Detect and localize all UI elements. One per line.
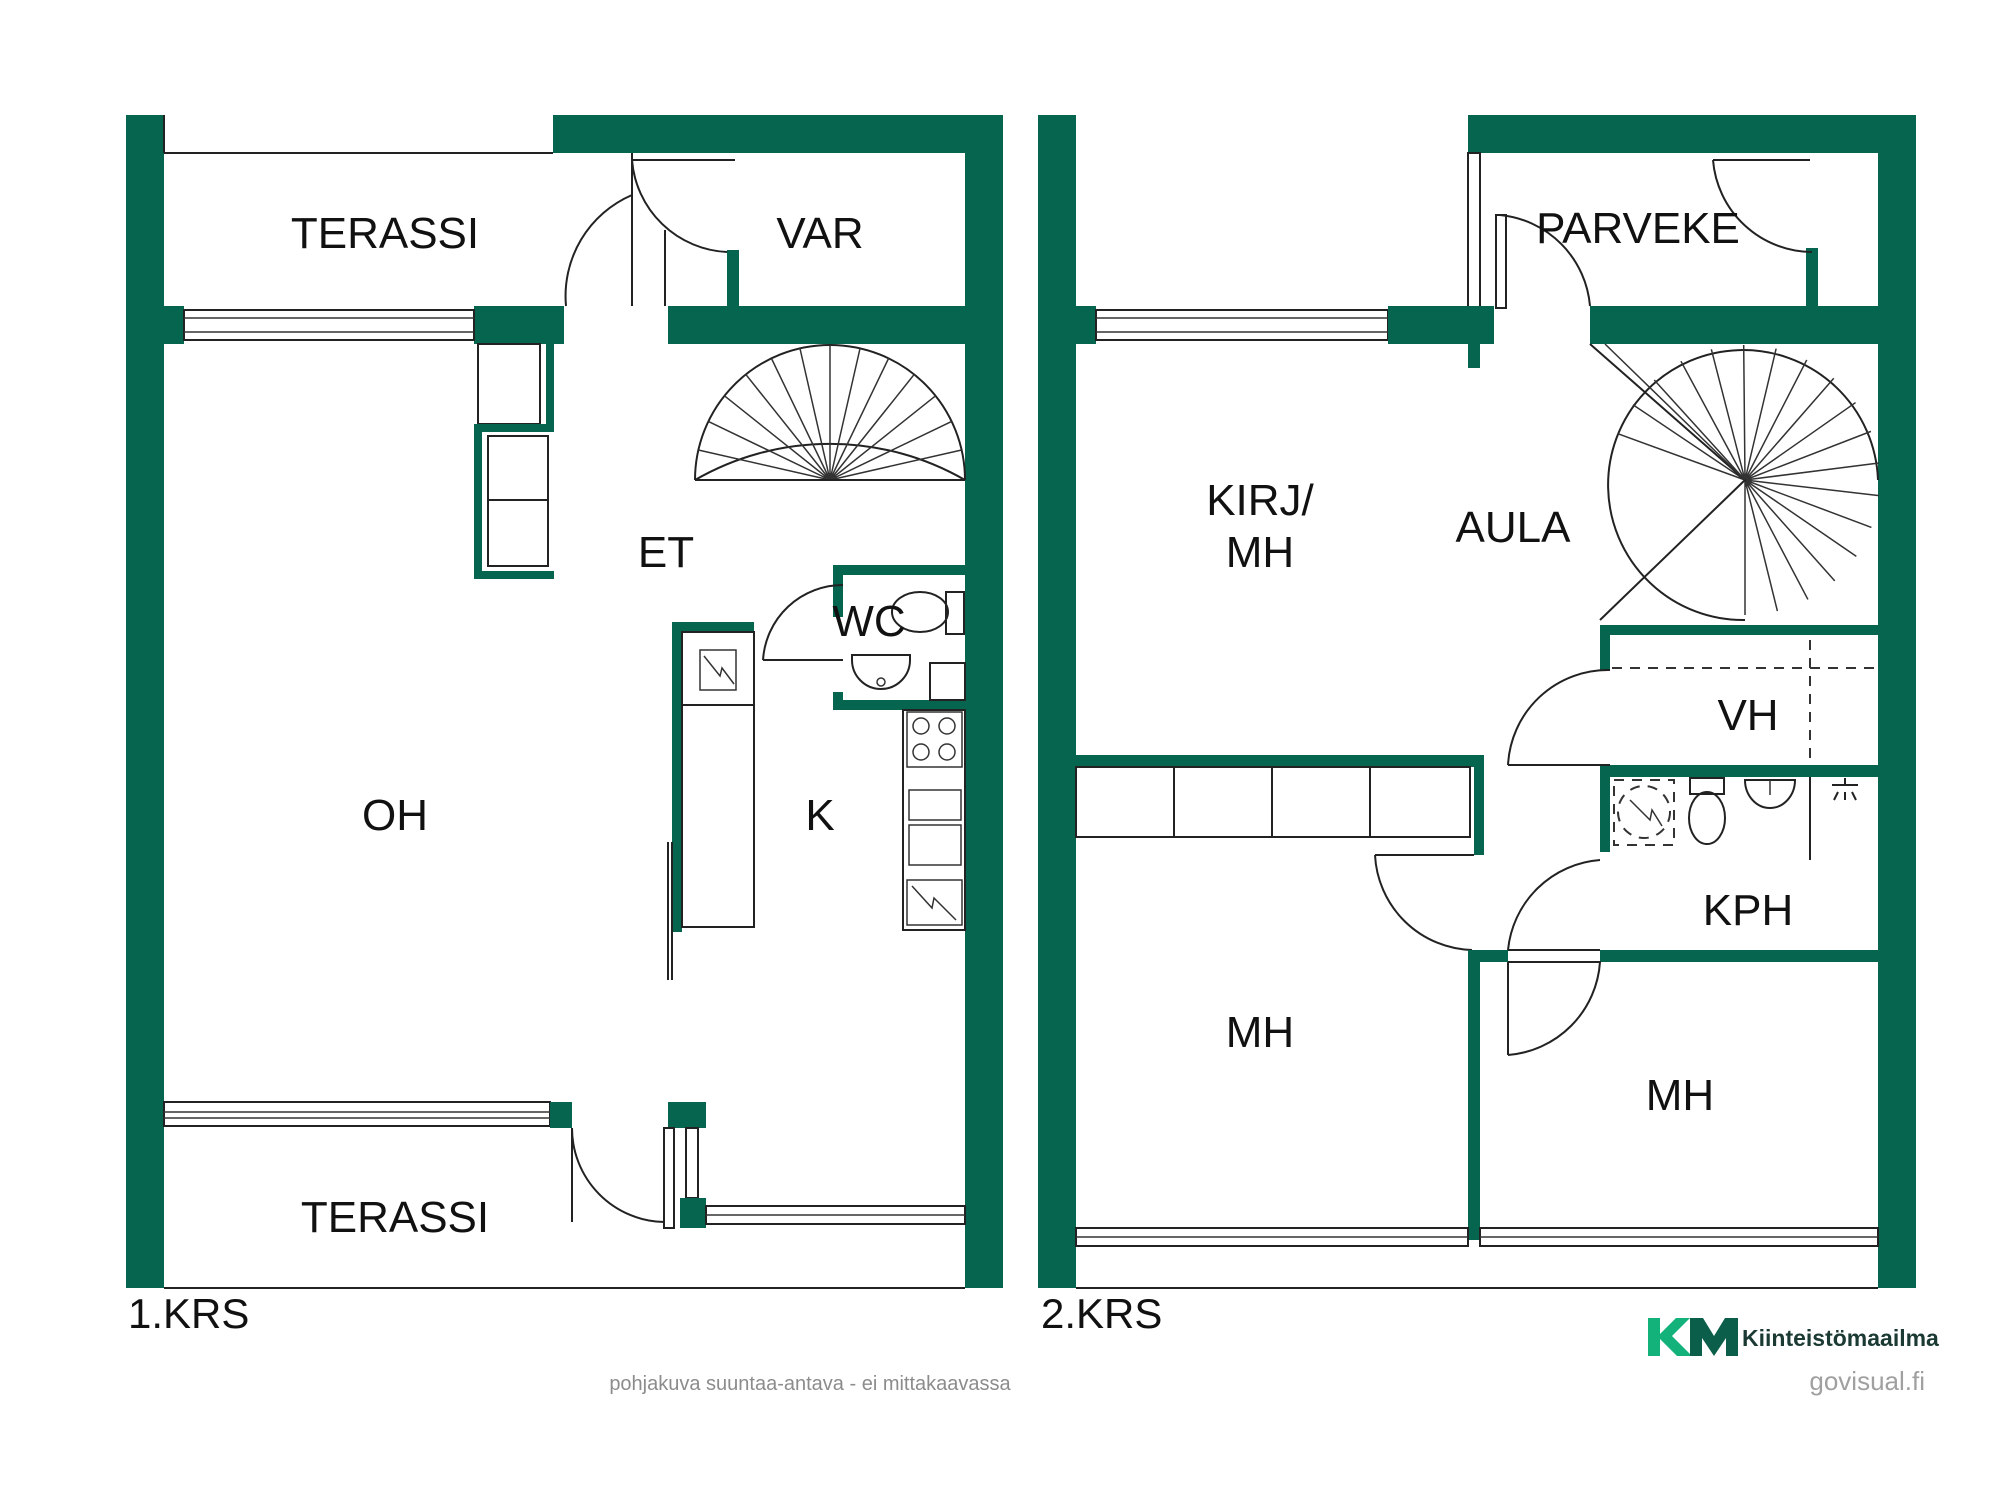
door-swing-icon	[1499, 214, 1591, 307]
room-label-aula: AULA	[1456, 503, 1572, 552]
room-label-oh: OH	[362, 791, 428, 840]
wall	[680, 1198, 706, 1228]
room-label-var: VAR	[776, 209, 863, 258]
logo-mark-icon	[1648, 1318, 1692, 1356]
wall	[1600, 777, 1610, 852]
wall	[550, 1102, 572, 1128]
sink-icon	[908, 789, 962, 866]
wall	[1806, 248, 1818, 308]
door-swing-icon	[762, 583, 844, 661]
room-label-wc: WC	[832, 597, 905, 646]
wall	[833, 565, 843, 617]
wall	[1878, 115, 1916, 1288]
wall	[833, 700, 968, 710]
stair-icon	[1589, 343, 1880, 622]
wall	[553, 115, 1003, 153]
room-label-terassi-bottom: TERASSI	[301, 1193, 489, 1242]
wall	[126, 306, 184, 344]
wardrobe-outline	[1612, 640, 1875, 765]
door-frame	[685, 1127, 699, 1199]
wall	[727, 250, 739, 308]
toilet-icon	[891, 591, 965, 635]
wall	[672, 622, 682, 932]
room-label-mh-right: MH	[1646, 1071, 1714, 1120]
wall	[1590, 306, 1878, 344]
door-swing-icon	[631, 159, 735, 253]
room-label-mh-left: MH	[1226, 1008, 1294, 1057]
room-label-kph: KPH	[1703, 886, 1793, 935]
room-label-terassi-top: TERASSI	[291, 209, 479, 258]
floor-1: TERASSI VAR ET WC OH K TERASSI 1.KRS	[126, 115, 1003, 1337]
window	[163, 1101, 551, 1127]
wall	[474, 424, 554, 432]
floor-2: PARVEKE KIRJ/ MH AULA VH KPH MH MH 2.KRS	[1038, 115, 1916, 1337]
door-swing-icon	[1507, 961, 1602, 1056]
wall	[1468, 950, 1480, 1240]
wall	[1388, 306, 1494, 344]
toilet-icon	[1688, 777, 1726, 845]
shower-tray	[1613, 779, 1675, 846]
wall	[668, 1102, 706, 1128]
logo-mark-icon	[1690, 1318, 1738, 1356]
kitchen-counter	[902, 709, 966, 931]
wall	[672, 622, 754, 632]
wall	[126, 115, 164, 1288]
sink-icon	[851, 654, 911, 690]
brand-logo: Kiinteistömaailma	[1648, 1318, 1939, 1356]
wall	[1600, 625, 1610, 670]
door-swing-icon	[1507, 859, 1601, 951]
brand-name: Kiinteistömaailma	[1742, 1325, 1939, 1351]
cabinet	[477, 343, 541, 425]
room-label-kirj-mh: MH	[1226, 528, 1294, 577]
disclaimer: pohjakuva suuntaa-antava - ei mittakaava…	[609, 1373, 1011, 1395]
wall	[474, 571, 554, 579]
electric-appliance-icon	[906, 879, 963, 926]
wall	[1468, 340, 1480, 368]
electric-appliance-icon	[1617, 785, 1671, 839]
wall	[1600, 765, 1878, 777]
wall	[1468, 950, 1508, 962]
wall	[1600, 625, 1878, 635]
wall	[965, 115, 1003, 1288]
room-label-parveke: PARVEKE	[1536, 204, 1740, 253]
balcony-edge	[1495, 214, 1507, 309]
door-swing-icon	[571, 1127, 665, 1223]
room-label-et: ET	[638, 528, 694, 577]
wall	[474, 306, 564, 344]
wall	[1474, 755, 1484, 855]
cabinet	[929, 662, 966, 701]
balcony-edge	[1467, 152, 1481, 309]
room-label-vh: VH	[1717, 691, 1778, 740]
floor-label-1: 1.KRS	[128, 1290, 249, 1337]
door-frame	[663, 1127, 675, 1229]
wall	[474, 424, 482, 579]
door-swing-icon	[564, 160, 633, 307]
wall	[1076, 755, 1484, 767]
door-swing-icon	[1712, 159, 1813, 253]
shower-icon	[1832, 778, 1858, 801]
door-swing-icon	[1507, 668, 1611, 766]
window	[1095, 309, 1389, 341]
room-label-kirj: KIRJ/	[1206, 476, 1314, 525]
wall	[833, 565, 968, 575]
wall	[1038, 115, 1076, 1288]
stair-icon	[694, 344, 966, 481]
wall	[1600, 950, 1878, 962]
wall	[1038, 306, 1096, 344]
floor-label-2: 2.KRS	[1041, 1290, 1162, 1337]
door-swing-icon	[1374, 854, 1474, 951]
wall	[1468, 115, 1916, 153]
stove-icon	[906, 711, 963, 768]
sink-icon	[1743, 779, 1797, 809]
site-name: govisual.fi	[1809, 1366, 1925, 1396]
room-label-k: K	[805, 791, 834, 840]
wall	[668, 306, 965, 344]
electric-appliance-icon	[699, 649, 737, 691]
window	[183, 309, 475, 341]
wall	[546, 344, 554, 432]
kitchen-island	[681, 631, 755, 928]
